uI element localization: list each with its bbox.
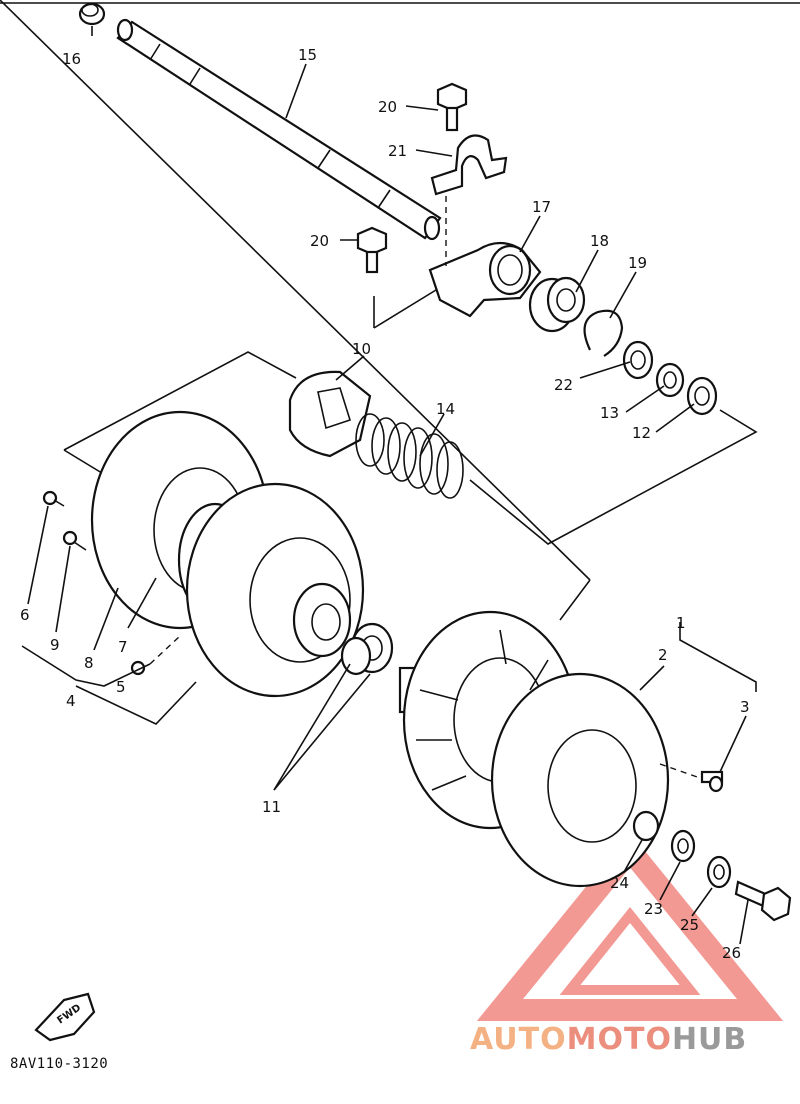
- part-24-spacer: [632, 810, 660, 842]
- callout-16: 16: [62, 50, 81, 68]
- callout-21: 21: [388, 142, 407, 160]
- callout-14: 14: [436, 400, 455, 418]
- callout-labels: 1 2 3 4 5 6 7 8 9 10 11 12 13 14 15 16 1…: [20, 46, 750, 962]
- part-3-screw: [700, 770, 724, 793]
- watermark-hub: HUB: [671, 1022, 748, 1057]
- align-line-3: [659, 763, 701, 779]
- callout-20-upper: 20: [378, 98, 397, 116]
- callout-3: 3: [740, 698, 750, 716]
- part-9-screw: [62, 530, 87, 551]
- callout-8: 8: [84, 654, 94, 672]
- callout-2: 2: [658, 646, 668, 664]
- callout-26: 26: [722, 944, 741, 962]
- part-17-bearing-housing: [428, 241, 542, 318]
- watermark-moto: MOTO: [566, 1022, 672, 1057]
- callout-24: 24: [610, 874, 629, 892]
- callout-1: 1: [676, 614, 686, 632]
- callout-25: 25: [680, 916, 699, 934]
- callout-13: 13: [600, 404, 619, 422]
- part-21-bracket: [430, 134, 508, 196]
- drawing-code: 8AV110-3120: [10, 1056, 109, 1072]
- callout-18: 18: [590, 232, 609, 250]
- part-2-plate: [490, 672, 670, 888]
- watermark-auto: AUTO: [470, 1022, 567, 1057]
- part-20-bolt-upper: [436, 82, 468, 132]
- movable-sheave: [185, 482, 365, 698]
- part-18-bearing: [528, 276, 586, 333]
- callout-11: 11: [262, 798, 281, 816]
- callout-20-lower: 20: [310, 232, 329, 250]
- part-25-washer: [706, 855, 732, 889]
- callout-5: 5: [116, 678, 126, 696]
- part-12-washer: [686, 376, 718, 416]
- part-26-bolt: [734, 880, 792, 922]
- callout-10: 10: [352, 340, 371, 358]
- watermark-text: AUTOMOTOHUB: [470, 1022, 747, 1057]
- group-frame-right: [469, 409, 758, 545]
- callout-19: 19: [628, 254, 647, 272]
- part-16-cap: [78, 2, 106, 26]
- callout-7: 7: [118, 638, 128, 656]
- callout-4: 4: [66, 692, 76, 710]
- part-14-spring: [355, 413, 464, 499]
- fwd-arrow-icon: FWD: [34, 992, 96, 1042]
- part-6-screw: [42, 490, 65, 507]
- callout-6: 6: [20, 606, 30, 624]
- part-23-washer: [670, 829, 696, 863]
- part-15-shaft: [116, 18, 442, 241]
- part-22-washer: [622, 340, 654, 380]
- callout-17: 17: [532, 198, 551, 216]
- part-13-washer: [655, 362, 685, 398]
- callout-15: 15: [298, 46, 317, 64]
- part-19-clip: [583, 309, 624, 357]
- part-10-spider: [288, 370, 372, 458]
- group-frame-upper-left: [63, 351, 297, 451]
- part-20-bolt-lower: [356, 226, 388, 274]
- callout-12: 12: [632, 424, 651, 442]
- callout-22: 22: [554, 376, 573, 394]
- watermark-logo: [476, 832, 784, 1021]
- align-line-5: [149, 635, 181, 665]
- leader-lines: [0, 0, 757, 945]
- callout-9: 9: [50, 636, 60, 654]
- callout-23: 23: [644, 900, 663, 918]
